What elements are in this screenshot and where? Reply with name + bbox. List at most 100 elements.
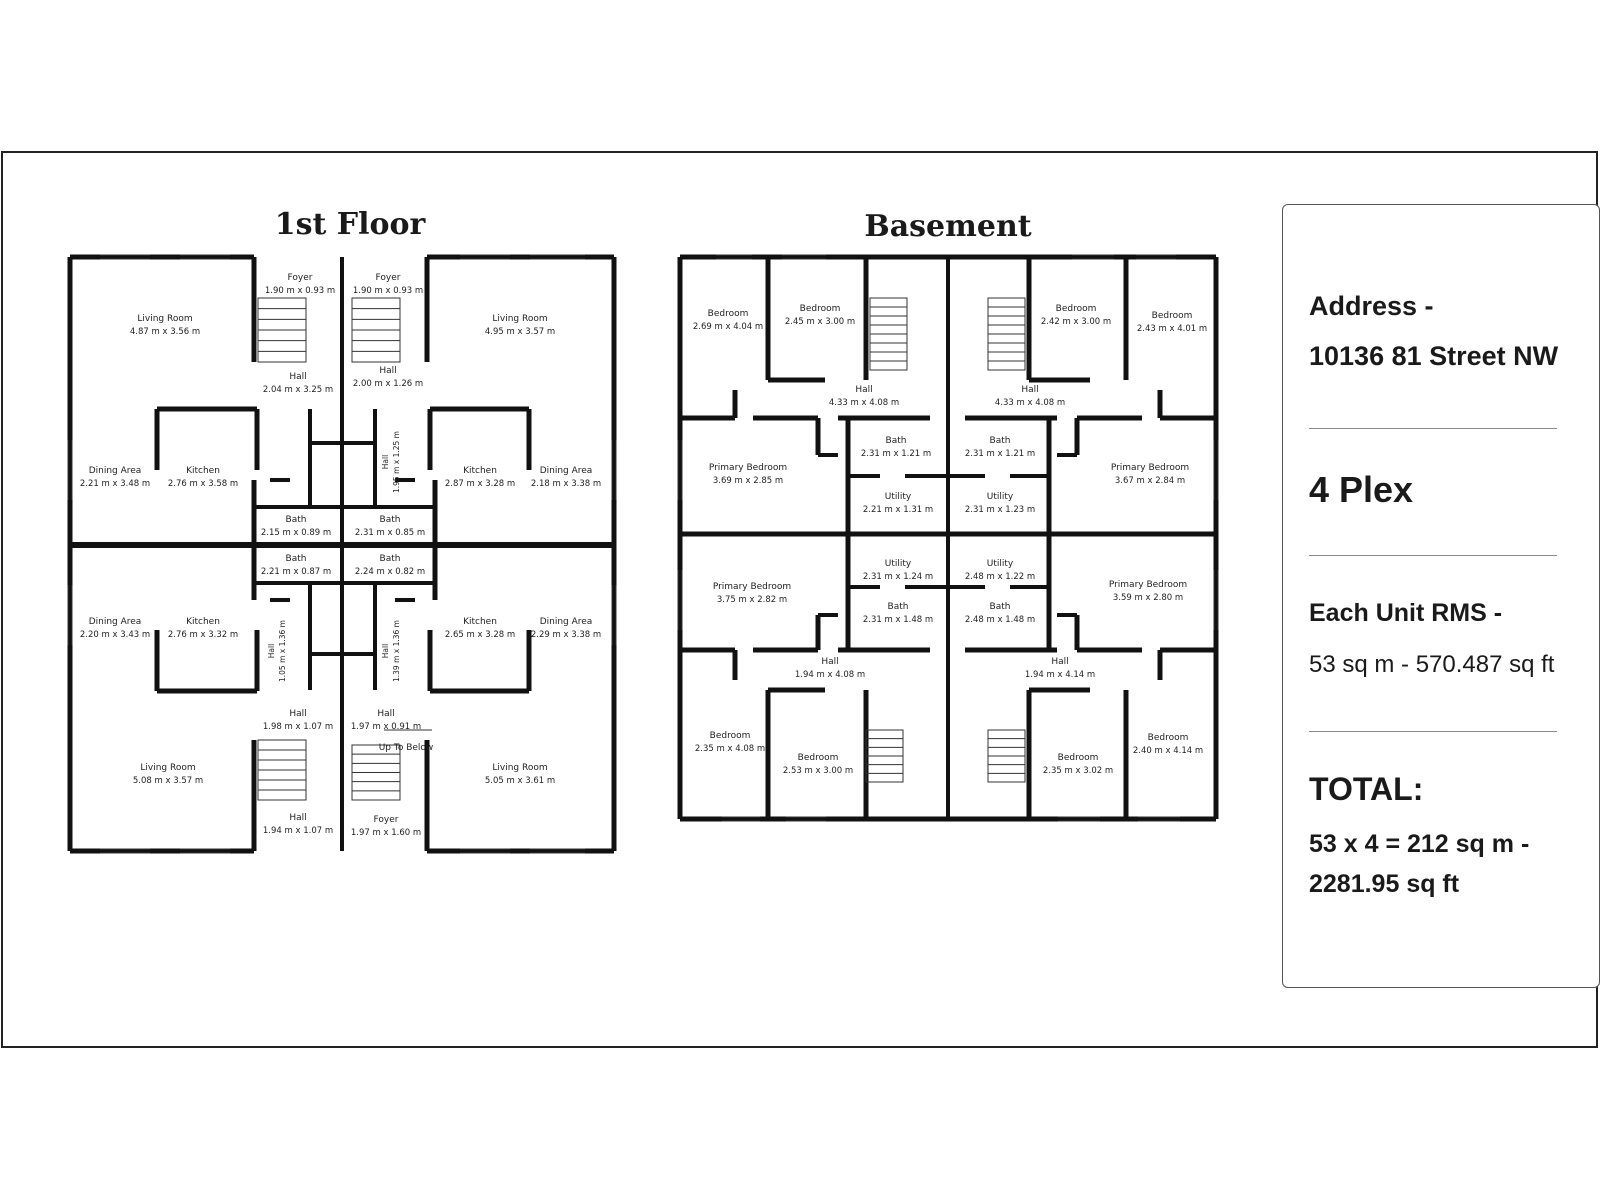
room-dimensions: 1.05 m x 1.36 m (278, 620, 287, 682)
room-dimensions: 2.76 m x 3.32 m (168, 630, 238, 640)
wall (1157, 390, 1163, 418)
room-dimensions: 1.94 m x 1.07 m (263, 826, 333, 836)
room-dimensions: 3.75 m x 2.82 m (717, 595, 787, 605)
wall (838, 647, 930, 653)
room-dimensions: 2.35 m x 4.08 m (695, 744, 765, 754)
wall (373, 583, 377, 690)
wall (1057, 453, 1077, 457)
room-name: Bedroom (800, 304, 841, 314)
divider (1309, 731, 1557, 732)
wall (526, 630, 532, 691)
room-dimensions: 2.04 m x 3.25 m (263, 385, 333, 395)
address-label: Address - (1309, 291, 1434, 321)
room-name: Living Room (492, 763, 547, 773)
wall (611, 257, 617, 851)
wall (948, 585, 985, 589)
room-dimensions: 1.95 m x 1.25 m (392, 431, 401, 493)
room-name: Primary Bedroom (713, 582, 791, 592)
wall (427, 254, 614, 260)
room-name: Utility (885, 492, 912, 502)
wall (905, 474, 948, 478)
wall (753, 415, 818, 421)
address-value: 10136 81 Street NW (1309, 341, 1559, 371)
room-dimensions: 1.39 m x 1.36 m (392, 620, 401, 682)
wall (157, 406, 257, 412)
room-name: Kitchen (186, 466, 220, 476)
room-dimensions: 2.15 m x 0.89 m (261, 528, 331, 538)
wall (1077, 415, 1142, 421)
wall (1160, 415, 1216, 421)
room-dimensions: 2.48 m x 1.22 m (965, 572, 1035, 582)
room-dimensions: 2.31 m x 1.24 m (863, 572, 933, 582)
room-name: Bath (380, 515, 401, 525)
wall (1029, 377, 1090, 383)
room-dimensions: 2.35 m x 3.02 m (1043, 766, 1113, 776)
room-dimensions: 5.08 m x 3.57 m (133, 776, 203, 786)
wall (863, 257, 869, 380)
wall (342, 505, 435, 509)
room-name: Hall (1051, 657, 1068, 667)
room-name: Primary Bedroom (1109, 580, 1187, 590)
room-name: Kitchen (463, 617, 497, 627)
room-dimensions: 2.45 m x 3.00 m (785, 317, 855, 327)
room-name: Hall (381, 455, 390, 469)
room-dimensions: 2.21 m x 3.48 m (80, 479, 150, 489)
room-name: Hall (821, 657, 838, 667)
room-name: Bath (990, 602, 1011, 612)
unit-rms-label: Each Unit RMS - (1309, 599, 1503, 627)
room-name: Bath (888, 602, 909, 612)
room-dimensions: 4.95 m x 3.57 m (485, 327, 555, 337)
wall (1077, 647, 1142, 653)
wall (70, 254, 254, 260)
total-label: TOTAL: (1309, 771, 1424, 807)
wall (251, 257, 257, 362)
wall (818, 613, 838, 617)
wall (1074, 418, 1080, 455)
room-name: Dining Area (89, 617, 142, 627)
wall (430, 406, 529, 412)
wall (270, 598, 290, 602)
total-line-1: 53 x 4 = 212 sq m - (1309, 830, 1530, 858)
wall (1213, 257, 1219, 819)
wall (342, 441, 375, 445)
room-name: Bath (886, 436, 907, 446)
room-dimensions: 2.76 m x 3.58 m (168, 479, 238, 489)
total-line-2: 2281.95 sq ft (1309, 870, 1460, 898)
wall (342, 581, 435, 585)
room-dimensions: 2.20 m x 3.43 m (80, 630, 150, 640)
wall (308, 583, 312, 690)
wall (815, 615, 821, 650)
wall (430, 688, 529, 694)
wall (427, 409, 433, 470)
wall (680, 531, 1216, 537)
room-dimensions: 2.87 m x 3.28 m (445, 479, 515, 489)
room-dimensions: 2.43 m x 4.01 m (1137, 324, 1207, 334)
wall (154, 409, 160, 470)
room-name: Bedroom (798, 753, 839, 763)
first-floor-title: 1st Floor (274, 207, 426, 242)
wall (680, 647, 735, 653)
wall (157, 688, 257, 694)
room-name: Living Room (492, 314, 547, 324)
wall (270, 478, 290, 482)
wall (815, 418, 821, 455)
wall (1010, 474, 1049, 478)
room-name: Bedroom (1058, 753, 1099, 763)
room-name: Living Room (140, 763, 195, 773)
wall (1026, 690, 1032, 819)
wall (1074, 615, 1080, 650)
wall (254, 581, 342, 585)
wall (308, 409, 312, 507)
wall (677, 257, 683, 819)
wall (1057, 613, 1077, 617)
room-dimensions: 1.90 m x 0.93 m (353, 286, 423, 296)
room-dimensions: 2.53 m x 3.00 m (783, 766, 853, 776)
room-dimensions: 4.33 m x 4.08 m (995, 398, 1065, 408)
wall (1010, 585, 1049, 589)
room-dimensions: 3.69 m x 2.85 m (713, 476, 783, 486)
room-dimensions: 2.69 m x 4.04 m (693, 322, 763, 332)
room-name: Bedroom (710, 731, 751, 741)
wall (254, 505, 342, 509)
